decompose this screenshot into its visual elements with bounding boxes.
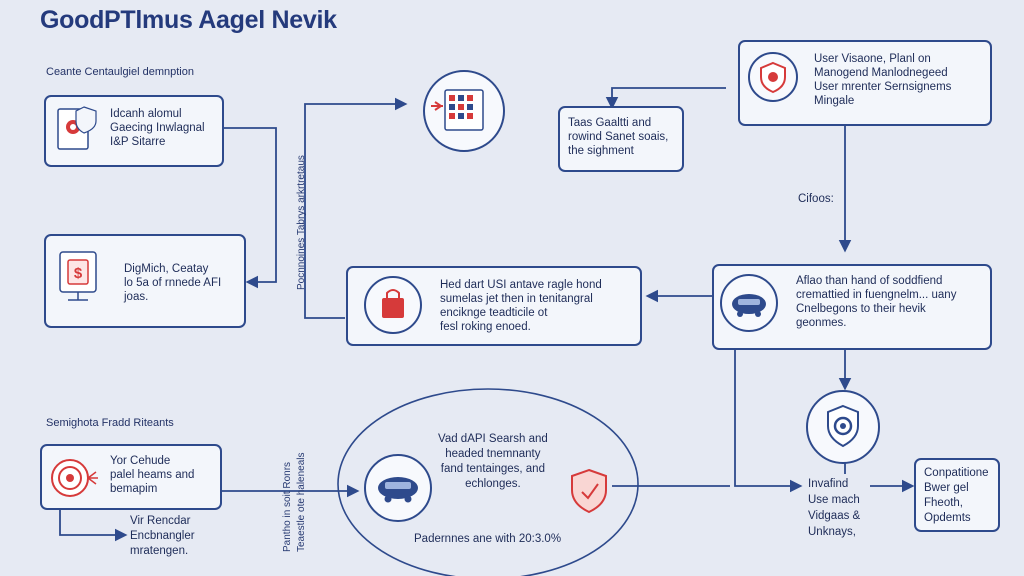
box-mid-left: $ DigMich, Ceatay lo 5a of rnnede AFI jo… xyxy=(44,234,246,328)
box-top-right-text: User Visaone, Planl on Manogend Manlodne… xyxy=(814,53,952,107)
bottom-center-text: Vad dAPI Searsh and headed tnemnanty fan… xyxy=(438,433,548,490)
ciforos-label: Cifoos: xyxy=(798,193,834,205)
bottom-left-subtext: Vir Rencdar Encbnangler mratengen. xyxy=(130,515,195,557)
box-top-right: User Visaone, Planl on Manogend Manlodne… xyxy=(738,40,992,126)
shopping-bag-icon xyxy=(364,276,422,334)
calendar-grid-icon xyxy=(423,70,505,152)
bottom-right-mid-text: Invafind Use mach Vidgaas & Unknays, xyxy=(808,478,861,538)
box-bottom-right: Conpatitione Bwer gel Fheoth, Opdemts xyxy=(914,458,1000,532)
box-bottom-left-text: Yor Cehude palel heams and bemapim xyxy=(110,455,195,495)
car-icon xyxy=(364,454,432,522)
monitor-dollar-icon: $ xyxy=(56,248,102,306)
box-mid-center: Hed dart USI antave ragle hond sumelas j… xyxy=(346,266,642,346)
vertical-label-bottom-b: Teaestle ote haleneals xyxy=(296,452,307,552)
shield-badge-icon xyxy=(748,52,798,102)
box-top-left-text: Idcanh alomul Gaecing Inwlagnal I&P Sita… xyxy=(110,108,205,148)
document-shield-icon xyxy=(54,105,98,157)
box-mid-right-text: Aflao than hand of soddfiend cremattied … xyxy=(796,275,957,329)
gear-shield-icon xyxy=(806,390,880,464)
box-bottom-right-text: Conpatitione Bwer gel Fheoth, Opdemts xyxy=(924,467,989,524)
bottom-center-caption: Padernnes ane with 20:3.0% xyxy=(414,533,562,545)
box-bottom-left: Yor Cehude palel heams and bemapim xyxy=(40,444,222,510)
shield-icon xyxy=(568,466,610,516)
svg-text:$: $ xyxy=(74,265,83,282)
section-label-top: Ceante Centaulgiel demnption xyxy=(46,66,194,78)
section-label-bottom: Semighota Fradd Riteants xyxy=(46,417,174,429)
box-top-center-text: Taas Gaaltti and rowind Sanet soais, the… xyxy=(568,117,669,157)
box-top-left: Idcanh alomul Gaecing Inwlagnal I&P Sita… xyxy=(44,95,224,167)
car-cloud-icon xyxy=(720,274,778,332)
vertical-label-left: Pocnnoines Tabrys arkrtretaus xyxy=(296,155,307,290)
box-mid-center-text: Hed dart USI antave ragle hond sumelas j… xyxy=(440,279,602,333)
vertical-label-bottom-a: Pantho in soit Ronrs xyxy=(282,461,293,552)
box-mid-left-text: DigMich, Ceatay lo 5a of rnnede AFI joas… xyxy=(124,263,222,303)
box-mid-right: Aflao than hand of soddfiend cremattied … xyxy=(712,264,992,350)
target-icon xyxy=(48,452,100,504)
box-top-center: Taas Gaaltti and rowind Sanet soais, the… xyxy=(558,106,684,172)
diagram-title: GoodPTlmus Aagel Nevik xyxy=(40,6,337,34)
